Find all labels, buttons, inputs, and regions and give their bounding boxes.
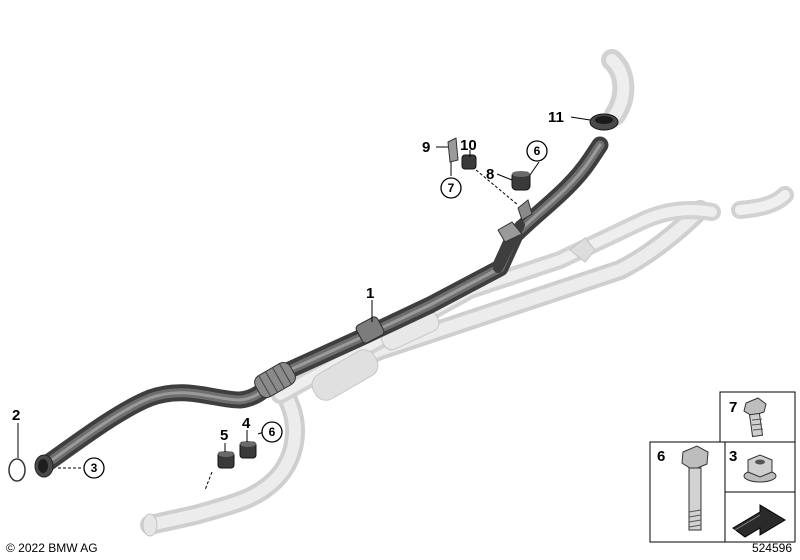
callout-4: 4: [242, 415, 251, 432]
circled-callout-6-lower-text: 6: [269, 425, 276, 439]
circled-callout-7-upper-text: 7: [448, 181, 455, 195]
leader-lines: [17, 116, 591, 491]
circled-callout-6-upper: 6: [526, 140, 548, 162]
circled-callout-6-lower: 6: [261, 421, 283, 443]
rubber-mount-part-10-icon: [461, 154, 477, 170]
rubber-mount-part-8-icon: [511, 171, 531, 191]
short-bolt-icon: [743, 397, 767, 438]
direction-arrow-icon: [732, 504, 786, 538]
rubber-mount-part-5-icon: [217, 451, 235, 469]
circled-callout-3: 3: [83, 457, 105, 479]
callout-10: 10: [460, 137, 477, 154]
flange-nut-icon: [743, 454, 777, 483]
main-exhaust-pipe: [34, 113, 619, 478]
table-label-6: 6: [657, 448, 665, 465]
circled-callout-6-upper-text: 6: [534, 144, 541, 158]
long-bolt-icon: [681, 445, 709, 531]
circled-callout-7-upper: 7: [440, 177, 462, 199]
table-label-3: 3: [729, 448, 737, 465]
gasket-ring-icon: [8, 458, 26, 482]
copyright-text: © 2022 BMW AG: [6, 541, 98, 555]
callout-8: 8: [486, 166, 494, 183]
table-label-7: 7: [729, 399, 737, 416]
bracket-part-9-icon: [447, 137, 459, 163]
circled-callout-3-text: 3: [91, 461, 98, 475]
callout-9: 9: [422, 139, 430, 156]
diagram-number: 524596: [751, 541, 792, 555]
parts-table: 7 6 3: [649, 391, 796, 543]
callout-11: 11: [548, 109, 564, 126]
rubber-mount-part-4-icon: [239, 441, 257, 459]
callout-2: 2: [12, 407, 20, 424]
callout-5: 5: [220, 427, 228, 444]
callout-1: 1: [366, 285, 374, 302]
ghost-exhaust-system: [140, 49, 794, 537]
